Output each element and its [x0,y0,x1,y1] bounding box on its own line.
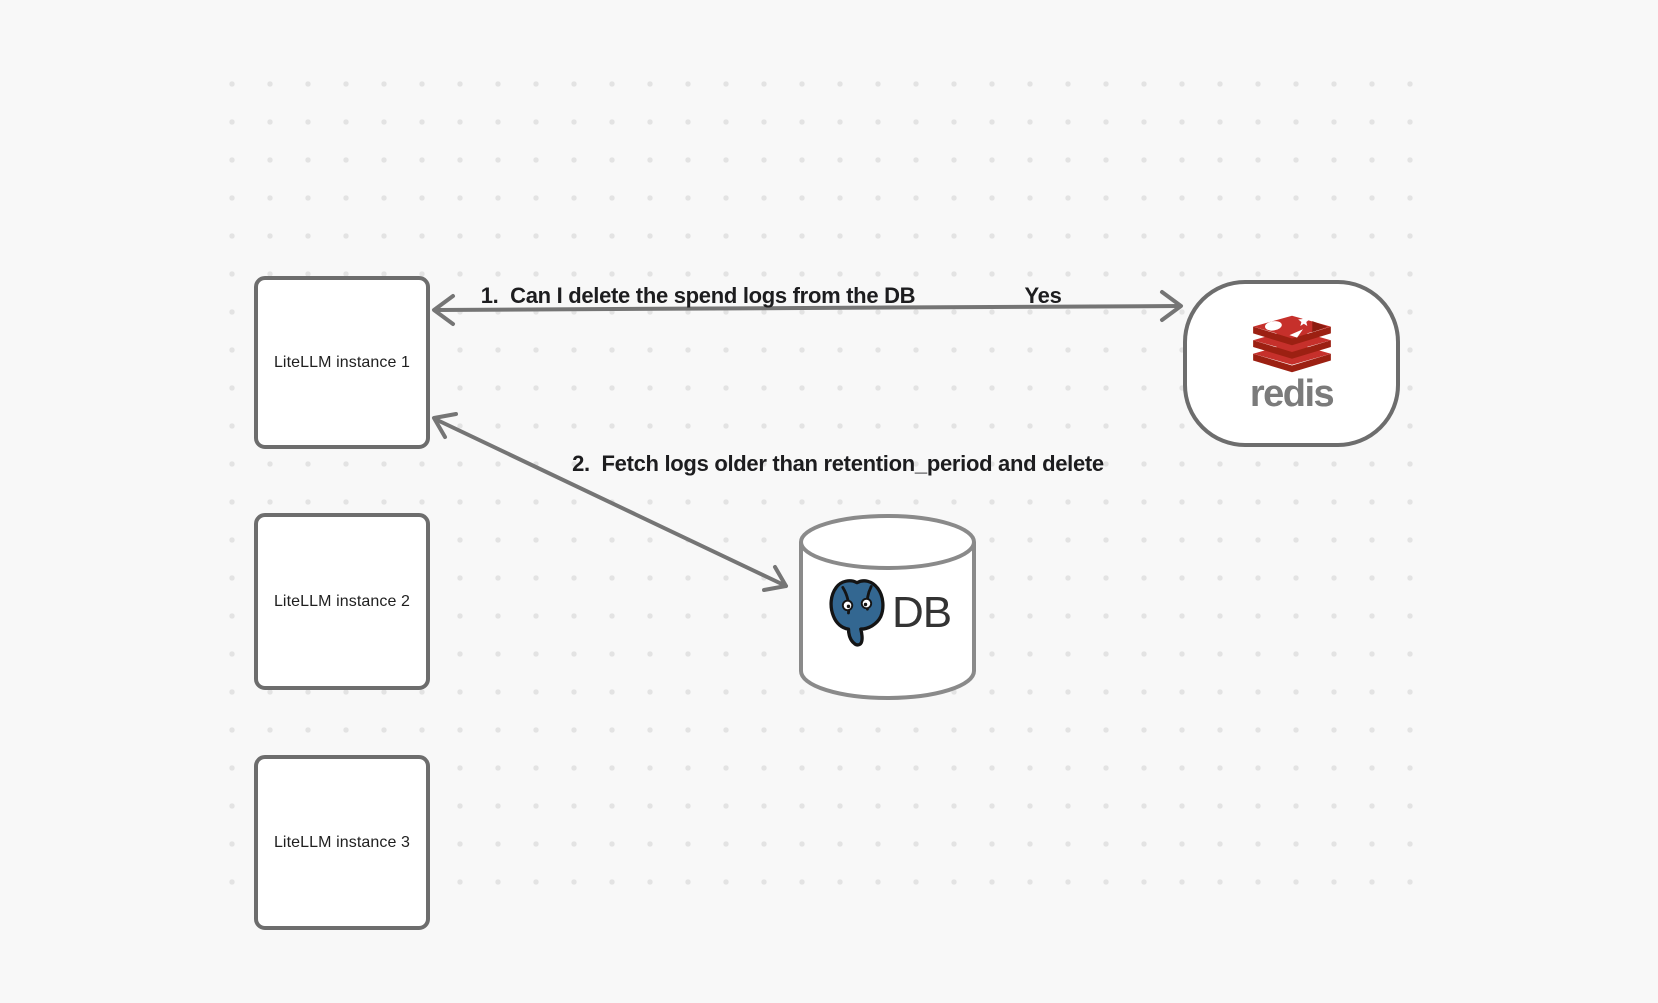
redis-logo-icon [1252,315,1331,373]
node-db: DB [798,513,977,703]
db-node-content: DB [798,573,977,653]
arrow-2-label: 2. Fetch logs older than retention_perio… [572,451,1104,476]
arrow-1-head-left [432,294,455,326]
node-litellm-instance-2-label: LiteLLM instance 2 [273,592,411,610]
db-node-label: DB [891,588,952,637]
node-litellm-instance-3-label: LiteLLM instance 3 [273,833,411,851]
arrow-1-label: 1. Can I delete the spend logs from the … [480,283,916,308]
arrow-1-head-right [1160,290,1183,322]
arrow-2-head-bottom [762,565,788,592]
redis-wordmark: redis [1249,373,1335,415]
arrow-1-line [434,304,1181,312]
node-litellm-instance-1-label: LiteLLM instance 1 [273,353,411,371]
postgresql-elephant-icon [829,579,885,647]
node-litellm-instance-1: LiteLLM instance 1 [254,276,430,449]
arrow-2-head-top [432,412,458,439]
node-redis: redis [1183,280,1400,447]
node-litellm-instance-2: LiteLLM instance 2 [254,513,430,690]
arrow-1-response-label: Yes [1024,283,1062,308]
arrow-2-line [433,417,788,588]
node-litellm-instance-3: LiteLLM instance 3 [254,755,430,930]
